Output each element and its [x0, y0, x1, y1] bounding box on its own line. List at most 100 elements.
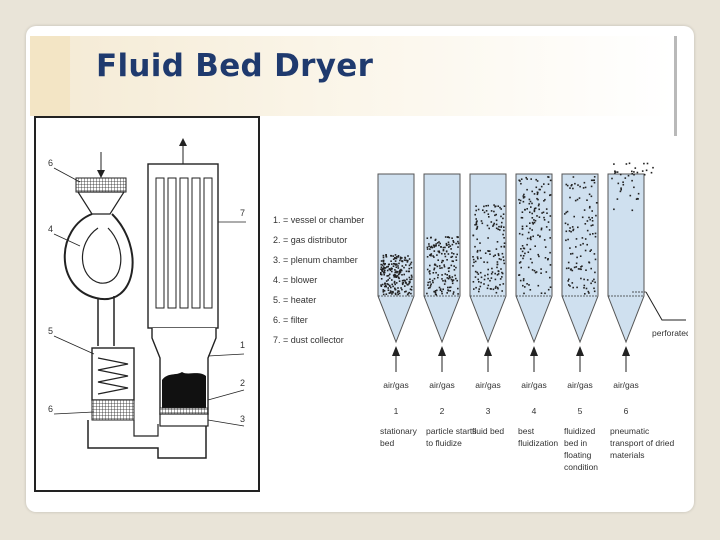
particle	[407, 259, 409, 262]
particle	[406, 293, 409, 296]
particle	[393, 282, 396, 284]
particle	[443, 264, 445, 266]
particle	[531, 221, 534, 224]
particle	[390, 291, 393, 293]
particle	[572, 228, 575, 231]
particle	[387, 274, 390, 277]
particle	[499, 206, 501, 209]
particle	[528, 284, 530, 286]
stage-number: 3	[486, 406, 491, 416]
particle	[437, 250, 440, 253]
particle	[475, 223, 478, 226]
particle	[439, 267, 441, 269]
particle	[526, 208, 528, 210]
particle	[576, 198, 579, 201]
particle	[383, 267, 386, 269]
particle	[529, 222, 531, 224]
particle	[524, 286, 526, 288]
particle	[448, 267, 451, 269]
particle	[572, 229, 574, 232]
particle	[533, 209, 536, 211]
particle	[388, 292, 391, 294]
heater-coil	[97, 357, 129, 395]
particle	[494, 205, 497, 208]
particle	[405, 290, 407, 293]
particle	[401, 283, 404, 286]
particle	[526, 237, 529, 240]
particle	[402, 281, 405, 284]
particle	[444, 273, 447, 275]
particle	[433, 250, 436, 252]
legend-item: 7. = dust collector	[273, 335, 344, 345]
particle	[433, 264, 436, 266]
particle	[442, 280, 444, 282]
particle	[381, 268, 384, 270]
particle	[403, 279, 406, 282]
particle	[401, 282, 404, 284]
particle	[497, 270, 500, 272]
particle	[437, 276, 439, 279]
stage-caption: floating	[564, 450, 592, 460]
particle	[380, 285, 383, 287]
particle	[575, 262, 578, 265]
particle	[588, 206, 591, 209]
particle	[619, 190, 622, 193]
stage-number: 1	[394, 406, 399, 416]
particle	[587, 290, 590, 293]
particle	[565, 183, 568, 186]
particle	[492, 224, 495, 226]
particle	[450, 248, 452, 250]
particle	[574, 182, 576, 185]
particle	[588, 261, 590, 263]
particle	[400, 287, 402, 289]
particle	[457, 240, 459, 243]
particle	[447, 253, 450, 255]
particle	[518, 232, 521, 235]
particle	[589, 250, 591, 252]
particle	[390, 286, 392, 289]
particle	[530, 178, 532, 180]
particle	[382, 271, 385, 274]
particle	[452, 253, 455, 255]
particle	[394, 269, 396, 271]
gas-label: air/gas	[521, 380, 547, 390]
particle	[387, 287, 389, 289]
particle	[434, 290, 437, 292]
particle	[433, 245, 436, 248]
particle	[545, 208, 548, 210]
particle	[536, 191, 539, 194]
particle	[391, 270, 393, 273]
particle	[573, 266, 576, 269]
particle	[396, 270, 399, 273]
particle	[491, 271, 494, 273]
gas-label: air/gas	[429, 380, 455, 390]
particle	[503, 205, 506, 207]
particle	[455, 266, 457, 269]
particle	[619, 173, 622, 176]
particle	[591, 280, 594, 282]
particle	[487, 284, 490, 287]
particle	[531, 269, 534, 271]
particle	[407, 255, 409, 257]
particle	[581, 237, 584, 239]
particle	[489, 279, 491, 282]
particle	[410, 285, 413, 288]
particle	[500, 268, 502, 270]
particle	[538, 216, 541, 218]
particle	[429, 281, 431, 283]
particle	[494, 278, 497, 281]
particle	[488, 227, 490, 230]
particle	[409, 281, 411, 284]
particle	[489, 288, 492, 290]
particle	[477, 278, 479, 281]
particle	[476, 225, 479, 228]
particle	[493, 210, 495, 213]
particle	[439, 288, 442, 290]
particle	[444, 253, 446, 255]
particle	[407, 284, 409, 286]
particle	[543, 219, 546, 221]
particle	[428, 271, 431, 273]
particle	[472, 234, 475, 237]
